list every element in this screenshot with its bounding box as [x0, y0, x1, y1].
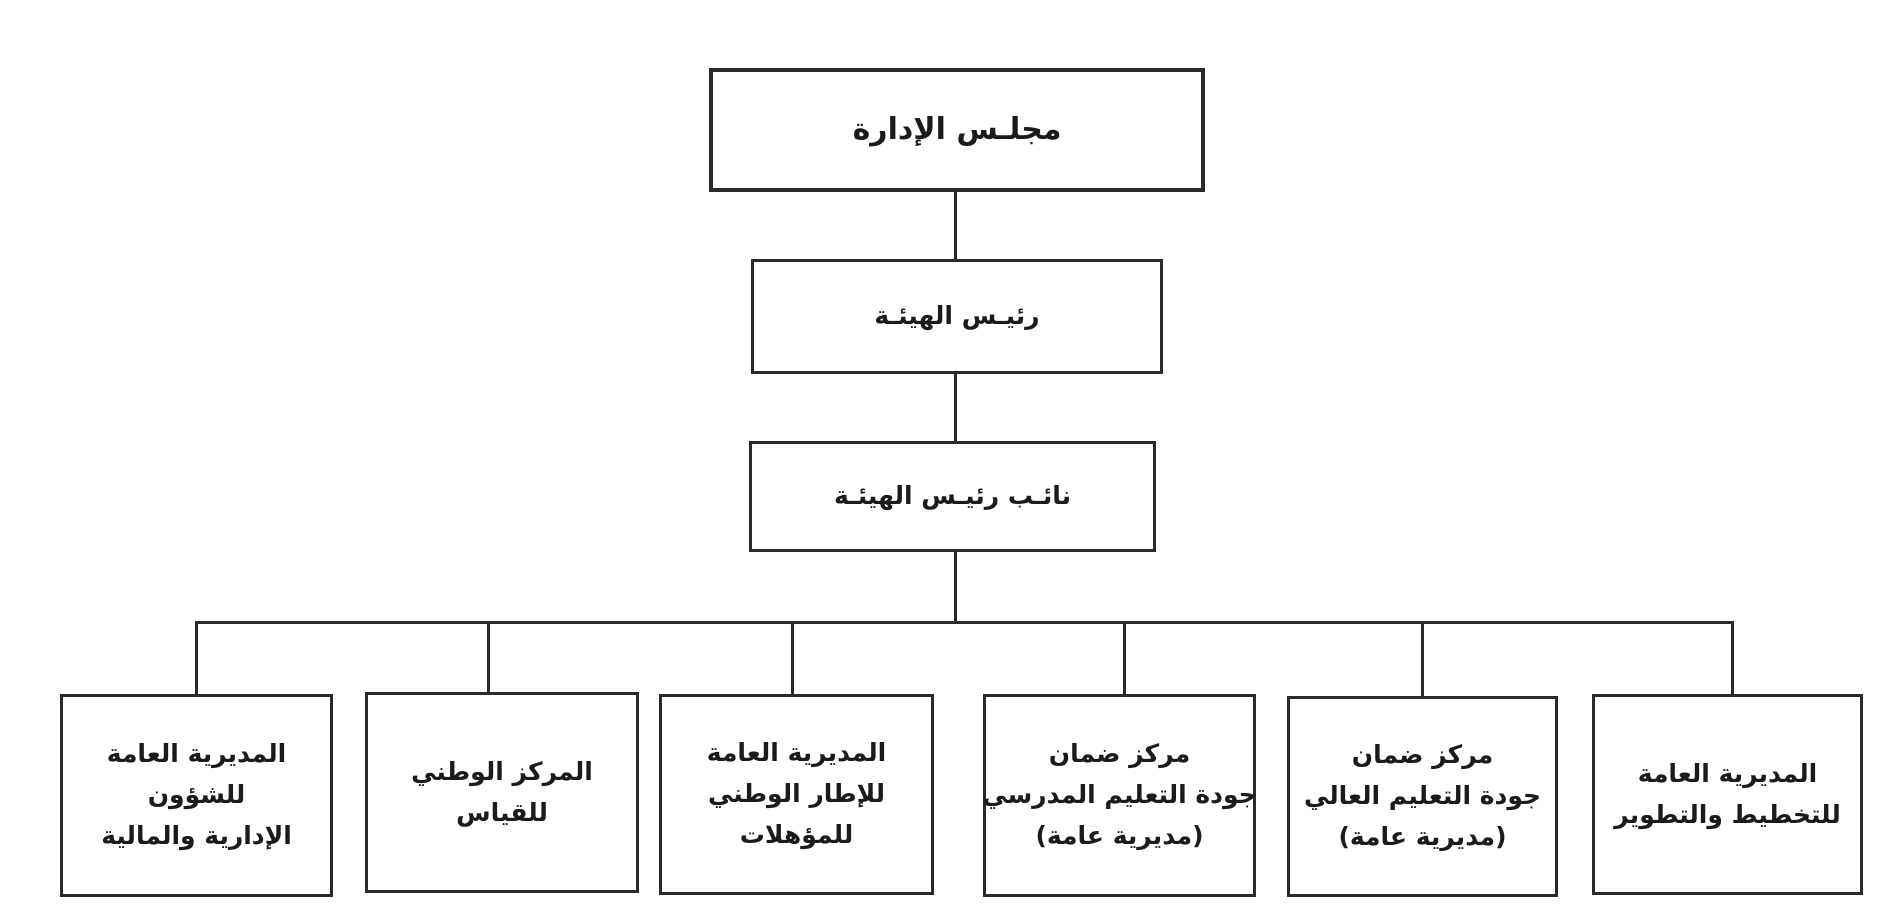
- connector-dept-6: [195, 621, 198, 695]
- department-higher-education-quality-line-2: جودة التعليم العالي: [1303, 781, 1542, 811]
- department-admin-finance-line-3: الإدارية والمالية: [101, 820, 292, 850]
- department-national-measurement-center-line-2: للقياس: [456, 797, 548, 827]
- department-national-qualifications-line-2: للإطار الوطني: [707, 779, 886, 809]
- connector-dept-2: [1421, 621, 1424, 697]
- connector-bus: [195, 621, 1732, 624]
- vice-president-label-line-1: نائـب رئيـس الهيئـة: [833, 481, 1072, 511]
- department-school-education-quality-box: مركز ضمان جودة التعليم المدرسي (مديرية ع…: [982, 694, 1257, 897]
- department-national-qualifications-box: المديرية العامة للإطار الوطني للمؤهلات: [659, 694, 934, 895]
- department-school-education-quality-line-1: مركز ضمان: [1048, 739, 1191, 769]
- department-national-measurement-center-box: المركز الوطني للقياس: [365, 692, 639, 893]
- department-admin-finance-line-2: للشؤون: [147, 780, 246, 810]
- connector-dept-3: [1123, 621, 1126, 695]
- president-label-line-1: رئيـس الهيئـة: [874, 301, 1040, 331]
- department-national-qualifications-line-1: المديرية العامة: [706, 738, 887, 768]
- department-admin-finance-line-1: المديرية العامة: [106, 739, 287, 769]
- board-box: مجلـس الإدارة: [709, 68, 1205, 192]
- department-higher-education-quality-line-3: (مديرية عامة): [1338, 821, 1507, 851]
- department-national-qualifications-line-3: للمؤهلات: [739, 819, 854, 849]
- connector-vice-bus: [954, 552, 957, 622]
- connector-board-president: [954, 192, 957, 261]
- department-national-measurement-center-line-1: المركز الوطني: [411, 756, 593, 786]
- connector-president-vice: [954, 374, 957, 442]
- connector-dept-5: [487, 621, 490, 693]
- department-planning-line-2: للتخطيط والتطوير: [1614, 799, 1841, 829]
- connector-dept-1: [1731, 621, 1734, 695]
- board-label-line-1: مجلـس الإدارة: [852, 111, 1062, 147]
- department-planning-line-1: المديرية العامة: [1637, 758, 1818, 788]
- department-planning-box: المديرية العامة للتخطيط والتطوير: [1592, 694, 1863, 895]
- vice-president-box: نائـب رئيـس الهيئـة: [749, 441, 1156, 552]
- department-school-education-quality-line-2: جودة التعليم المدرسي: [982, 780, 1257, 810]
- department-higher-education-quality-box: مركز ضمان جودة التعليم العالي (مديرية عا…: [1287, 696, 1558, 897]
- president-box: رئيـس الهيئـة: [751, 259, 1163, 374]
- connector-dept-4: [791, 621, 794, 695]
- department-admin-finance-box: المديرية العامة للشؤون الإدارية والمالية: [60, 694, 333, 897]
- department-school-education-quality-line-3: (مديرية عامة): [1035, 820, 1204, 850]
- department-higher-education-quality-line-1: مركز ضمان: [1351, 740, 1494, 770]
